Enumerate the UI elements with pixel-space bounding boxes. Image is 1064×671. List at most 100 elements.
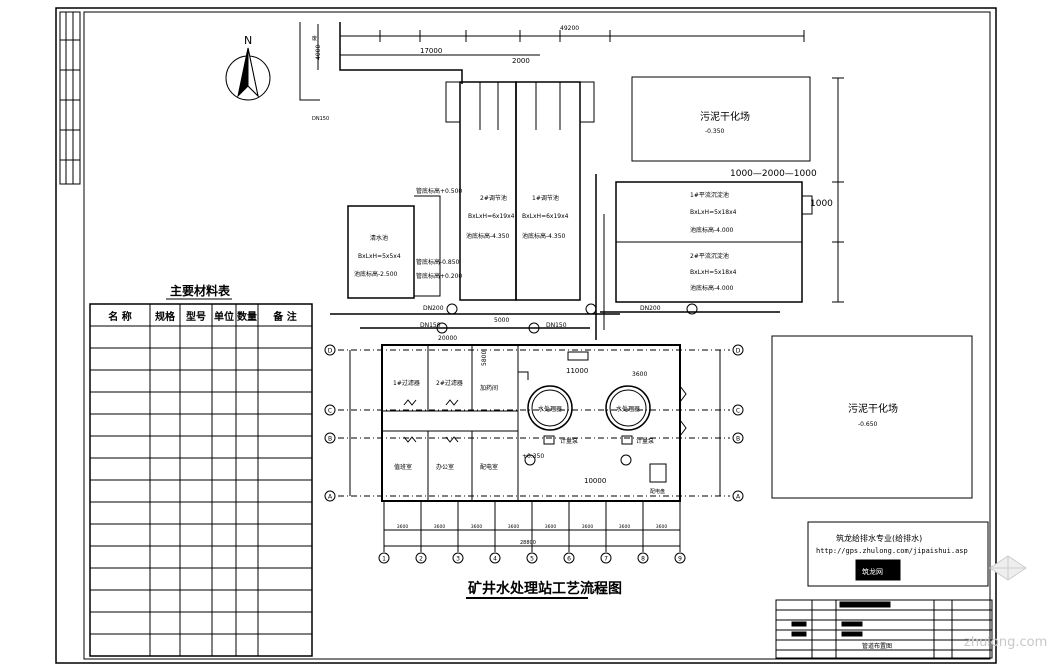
- logo-icon: [855, 559, 901, 581]
- svg-text:BxLxH=6x19x4: BxLxH=6x19x4: [522, 213, 569, 220]
- tank-b: [605, 385, 651, 431]
- svg-text:池底标高-4.000: 池底标高-4.000: [690, 284, 734, 292]
- svg-text:2#过滤器: 2#过滤器: [436, 379, 463, 387]
- title-block: [775, 599, 993, 659]
- zhulong-logo-icon: [989, 555, 1027, 581]
- svg-text:污泥干化场: 污泥干化场: [848, 402, 898, 415]
- svg-text:池底标高-4.000: 池底标高-4.000: [690, 226, 734, 234]
- bottom-dimension: 3600: [656, 524, 668, 530]
- svg-text:池底标高-2.500: 池底标高-2.500: [354, 270, 398, 278]
- svg-text:-0.350: -0.350: [705, 128, 725, 135]
- svg-text:BxLxH=6x19x4: BxLxH=6x19x4: [468, 213, 515, 220]
- table-header-cell: 规格: [155, 310, 176, 323]
- column-axis-label: 5: [530, 556, 534, 563]
- svg-text:28800: 28800: [520, 540, 536, 546]
- tank2-upper: [459, 81, 517, 301]
- svg-text:清水池: 清水池: [370, 234, 388, 242]
- svg-text:5000: 5000: [494, 317, 509, 324]
- svg-text:办公室: 办公室: [436, 463, 454, 471]
- column-axis-label: 6: [567, 556, 571, 563]
- bottom-dimension: 3600: [582, 524, 594, 530]
- svg-text:加药间: 加药间: [480, 384, 498, 392]
- svg-text:49200: 49200: [560, 25, 579, 32]
- svg-text:1000—2000—1000: 1000—2000—1000: [730, 169, 817, 179]
- bottom-dimension: 3600: [397, 524, 409, 530]
- top-dimension: 49200 17000 2000 4000: [315, 24, 805, 70]
- row-axis-label: B: [328, 436, 332, 443]
- svg-text:5800: 5800: [481, 351, 488, 366]
- clear-water-pool: [347, 205, 415, 299]
- bottom-dimension: 3600: [471, 524, 483, 530]
- svg-text:+0.350: +0.350: [522, 453, 544, 460]
- dim-2000: 2000: [512, 57, 530, 65]
- svg-text:11000: 11000: [566, 367, 588, 375]
- row-axis-label: C: [736, 408, 740, 415]
- svg-text:废: 废: [312, 35, 317, 42]
- svg-text:筑龙网: 筑龙网: [862, 567, 883, 576]
- svg-text:池底标高-4.350: 池底标高-4.350: [466, 232, 510, 240]
- sludge-drying-right: [771, 335, 973, 499]
- north-arrow-icon: N: [225, 34, 271, 101]
- svg-text:DN200: DN200: [640, 305, 661, 312]
- table-header-cell: 型号: [186, 310, 206, 323]
- dim-17000: 17000: [420, 47, 442, 55]
- table-header-cell: 名 称: [108, 310, 131, 323]
- svg-text:1#过滤器: 1#过滤器: [393, 379, 420, 387]
- svg-text:计量泵: 计量泵: [636, 437, 654, 445]
- table-header-cell: 数量: [237, 310, 257, 323]
- tank2-label: 2#调节池: [480, 194, 507, 202]
- corner-watermark: zhulong.com: [964, 635, 1047, 650]
- titleblock-name: 管道布置图: [862, 642, 892, 650]
- control-box: [649, 463, 667, 483]
- svg-text:3600: 3600: [632, 371, 647, 378]
- table-header-cell: 备 注: [272, 310, 296, 323]
- inner-frame: [83, 11, 991, 660]
- column-axis-label: 4: [493, 556, 497, 563]
- svg-text:配电盘: 配电盘: [650, 488, 665, 495]
- main-building: [381, 344, 681, 502]
- table-header-cell: 单位: [214, 310, 234, 323]
- svg-text:http://gps.zhulong.com/jipaish: http://gps.zhulong.com/jipaishui.asp: [816, 547, 968, 555]
- bottom-dimension: 3600: [619, 524, 631, 530]
- sludge-drying-top: [631, 76, 811, 162]
- svg-text:-0.650: -0.650: [858, 421, 878, 428]
- svg-text:DN150: DN150: [312, 116, 329, 122]
- drawing-title: 矿井水处理站工艺流程图: [468, 580, 622, 597]
- column-axis-label: 7: [604, 556, 608, 563]
- svg-text:水处理器: 水处理器: [538, 405, 562, 413]
- column-axis-label: 8: [641, 556, 645, 563]
- svg-text:DN200: DN200: [423, 305, 444, 312]
- svg-text:DN150: DN150: [420, 322, 441, 329]
- row-axis-label: D: [736, 348, 741, 355]
- column-axis-label: 2: [419, 556, 423, 563]
- column-axis-label: 1: [382, 556, 386, 563]
- svg-text:10000: 10000: [584, 477, 606, 485]
- row-axis-label: B: [736, 436, 740, 443]
- svg-text:水处理器: 水处理器: [616, 405, 640, 413]
- binding-strip: [59, 11, 81, 185]
- tank-a: [527, 385, 573, 431]
- row-axis-label: D: [328, 348, 333, 355]
- outer-frame: [55, 7, 997, 664]
- svg-text:管底标高+0.200: 管底标高+0.200: [416, 272, 462, 280]
- svg-text:20000: 20000: [438, 335, 457, 342]
- svg-text:BxLxH=5x5x4: BxLxH=5x5x4: [358, 253, 401, 260]
- row-axis-label: A: [328, 494, 333, 501]
- svg-text:BxLxH=5x18x4: BxLxH=5x18x4: [690, 269, 737, 276]
- svg-text:BxLxH=5x18x4: BxLxH=5x18x4: [690, 209, 737, 216]
- svg-text:1#平流沉淀池: 1#平流沉淀池: [690, 191, 729, 199]
- tank1-upper: [515, 81, 581, 301]
- svg-text:筑龙给排水专业(给排水): 筑龙给排水专业(给排水): [836, 533, 922, 543]
- bottom-dimension: 3600: [434, 524, 446, 530]
- sludge-top-label: 污泥干化场: [700, 110, 750, 123]
- bottom-dimension: 3600: [545, 524, 557, 530]
- material-table-title: 主要材料表: [170, 283, 231, 298]
- svg-text:1000: 1000: [810, 199, 833, 209]
- row-axis-label: A: [736, 494, 741, 501]
- svg-text:DN150: DN150: [546, 322, 567, 329]
- svg-text:池底标高-4.350: 池底标高-4.350: [522, 232, 566, 240]
- svg-text:计量泵: 计量泵: [560, 437, 578, 445]
